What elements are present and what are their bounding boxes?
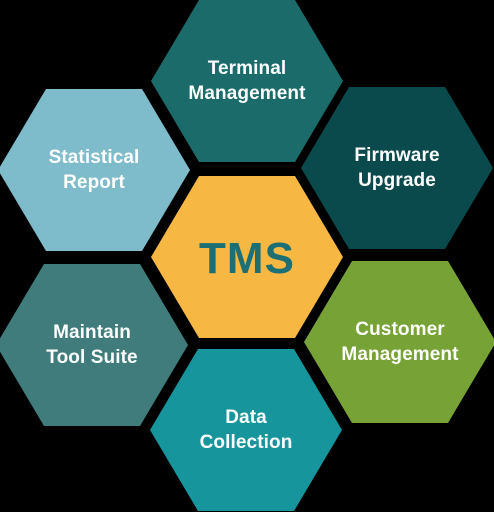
module-label-customer-management: Customer Management: [341, 317, 458, 367]
module-label-line: Upgrade: [358, 170, 436, 191]
module-label-line: Report: [63, 172, 125, 193]
module-label-line: Management: [341, 344, 459, 365]
module-label-line: Maintain: [53, 322, 131, 343]
hexagon-center: [151, 176, 343, 338]
hexagon-maintain: [0, 264, 188, 426]
module-label-terminal-management: Terminal Management: [188, 56, 305, 106]
module-label-line: Statistical: [48, 147, 140, 168]
hexagon-data: [150, 349, 342, 511]
module-label-line: Data: [225, 407, 267, 428]
module-label-data-collection: Data Collection: [200, 405, 293, 455]
module-label-line: Tool Suite: [46, 347, 138, 368]
module-label-firmware-upgrade: Firmware Upgrade: [354, 143, 439, 193]
hexagon-firmware: [301, 87, 493, 249]
module-label-statistical-report: Statistical Report: [49, 145, 140, 195]
module-label-line: Customer: [355, 319, 445, 340]
center-label-tms: TMS: [199, 234, 295, 283]
hexagon-terminal: [151, 0, 343, 162]
hexagon-customer: [304, 261, 494, 423]
module-label-line: Terminal: [207, 58, 287, 79]
hexagon-statistical: [0, 89, 190, 251]
module-label-line: Management: [188, 83, 306, 104]
module-label-line: Firmware: [354, 145, 440, 166]
module-label-maintain-tool-suite: Maintain Tool Suite: [46, 320, 137, 370]
module-label-line: Collection: [199, 432, 293, 453]
